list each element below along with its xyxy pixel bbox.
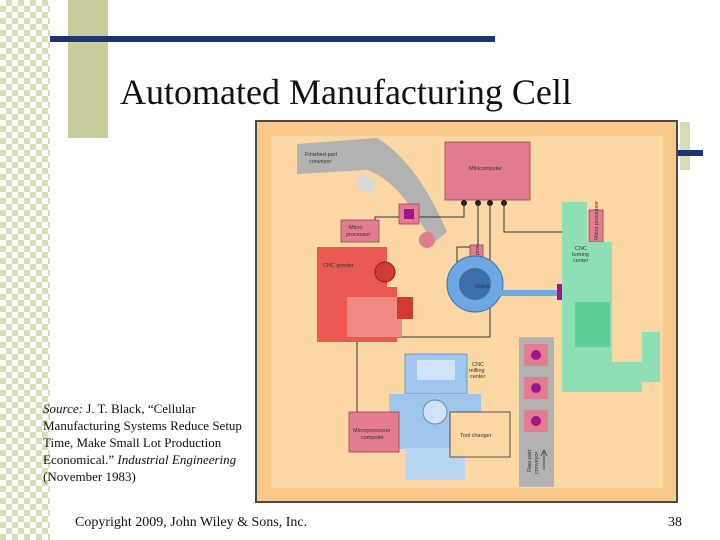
title-rule-top	[50, 36, 495, 42]
grinder-side	[397, 297, 413, 319]
micro-processor-left-label-1: Micro	[349, 225, 362, 231]
raw-part-label: Raw-part	[527, 449, 533, 472]
right-decoration	[680, 122, 690, 170]
minicomputer	[444, 141, 531, 201]
cnc-turning-label-3: center	[573, 258, 588, 264]
robot-label: Robot	[475, 284, 490, 290]
minicomputer-label: Minicomputer	[469, 166, 502, 172]
part-inner	[404, 209, 414, 219]
microprocessor-computer-label-1: Microprocessor	[353, 428, 391, 434]
source-label: Source:	[43, 401, 83, 416]
raw-part-3-dot	[531, 416, 541, 426]
cnc-milling-label-2: milling	[469, 368, 485, 374]
cnc-grinder	[317, 247, 387, 287]
source-citation: Source: J. T. Black, “Cellular Manufactu…	[43, 400, 263, 485]
source-journal: Industrial Engineering	[117, 452, 237, 467]
micro-processor-right-label: Micro processor	[594, 201, 600, 240]
footer-copyright: Copyright 2009, John Wiley & Sons, Inc.	[75, 515, 308, 530]
turning-side	[642, 332, 660, 382]
microprocessor-computer-label-2: computer	[361, 435, 384, 441]
part-blob	[419, 232, 435, 248]
cnc-grinder-label: CNC grinder	[323, 263, 354, 269]
turning-base	[597, 362, 642, 392]
raw-part-1-dot	[531, 350, 541, 360]
turning-block	[575, 302, 610, 347]
cnc-turning-label-2: turning	[572, 252, 589, 258]
cnc-turning-top	[562, 202, 587, 242]
micro-processor-left-label-2: processor	[346, 232, 370, 238]
milling-head	[417, 360, 455, 380]
finished-conveyor-label: conveyor	[309, 159, 331, 165]
page-number: 38	[668, 515, 682, 530]
milling-spindle	[422, 399, 448, 425]
finished-part-conveyor	[297, 138, 447, 244]
robot-core	[459, 268, 491, 300]
olive-decoration-block	[68, 0, 108, 138]
micro-processor-left	[340, 219, 380, 243]
grinder-block	[347, 297, 402, 337]
tool-changer	[449, 411, 511, 458]
tool-changer-label: Tool changer	[460, 433, 492, 439]
robot-arm	[497, 290, 557, 296]
microprocessor-computer	[348, 411, 400, 453]
cell-diagram: Finished-part conveyor Minicomputer Micr…	[257, 122, 676, 501]
raw-conveyor-arrow	[540, 449, 548, 470]
slide-title: Automated Manufacturing Cell	[120, 72, 572, 112]
manufacturing-cell-figure: Finished-part conveyor Minicomputer Micr…	[255, 120, 678, 503]
raw-part-2-dot	[531, 383, 541, 393]
title-rule-right	[658, 150, 703, 156]
grinder-wheel	[374, 261, 396, 283]
source-text-1: J. T. Black, “Cellular Manufacturing Sys…	[43, 401, 242, 467]
checker-decoration	[0, 0, 50, 540]
raw-conveyor-label: conveyor	[534, 452, 540, 474]
finished-part-label: Finished-part	[305, 152, 338, 158]
conveyor-slot	[354, 173, 378, 195]
wire-turning	[503, 203, 562, 233]
cnc-milling-label-1: CNC	[472, 362, 484, 368]
cnc-milling-label-3: center	[470, 374, 485, 380]
source-text-2: (November 1983)	[43, 469, 136, 484]
cnc-turning-label-1: CNC	[575, 246, 587, 252]
